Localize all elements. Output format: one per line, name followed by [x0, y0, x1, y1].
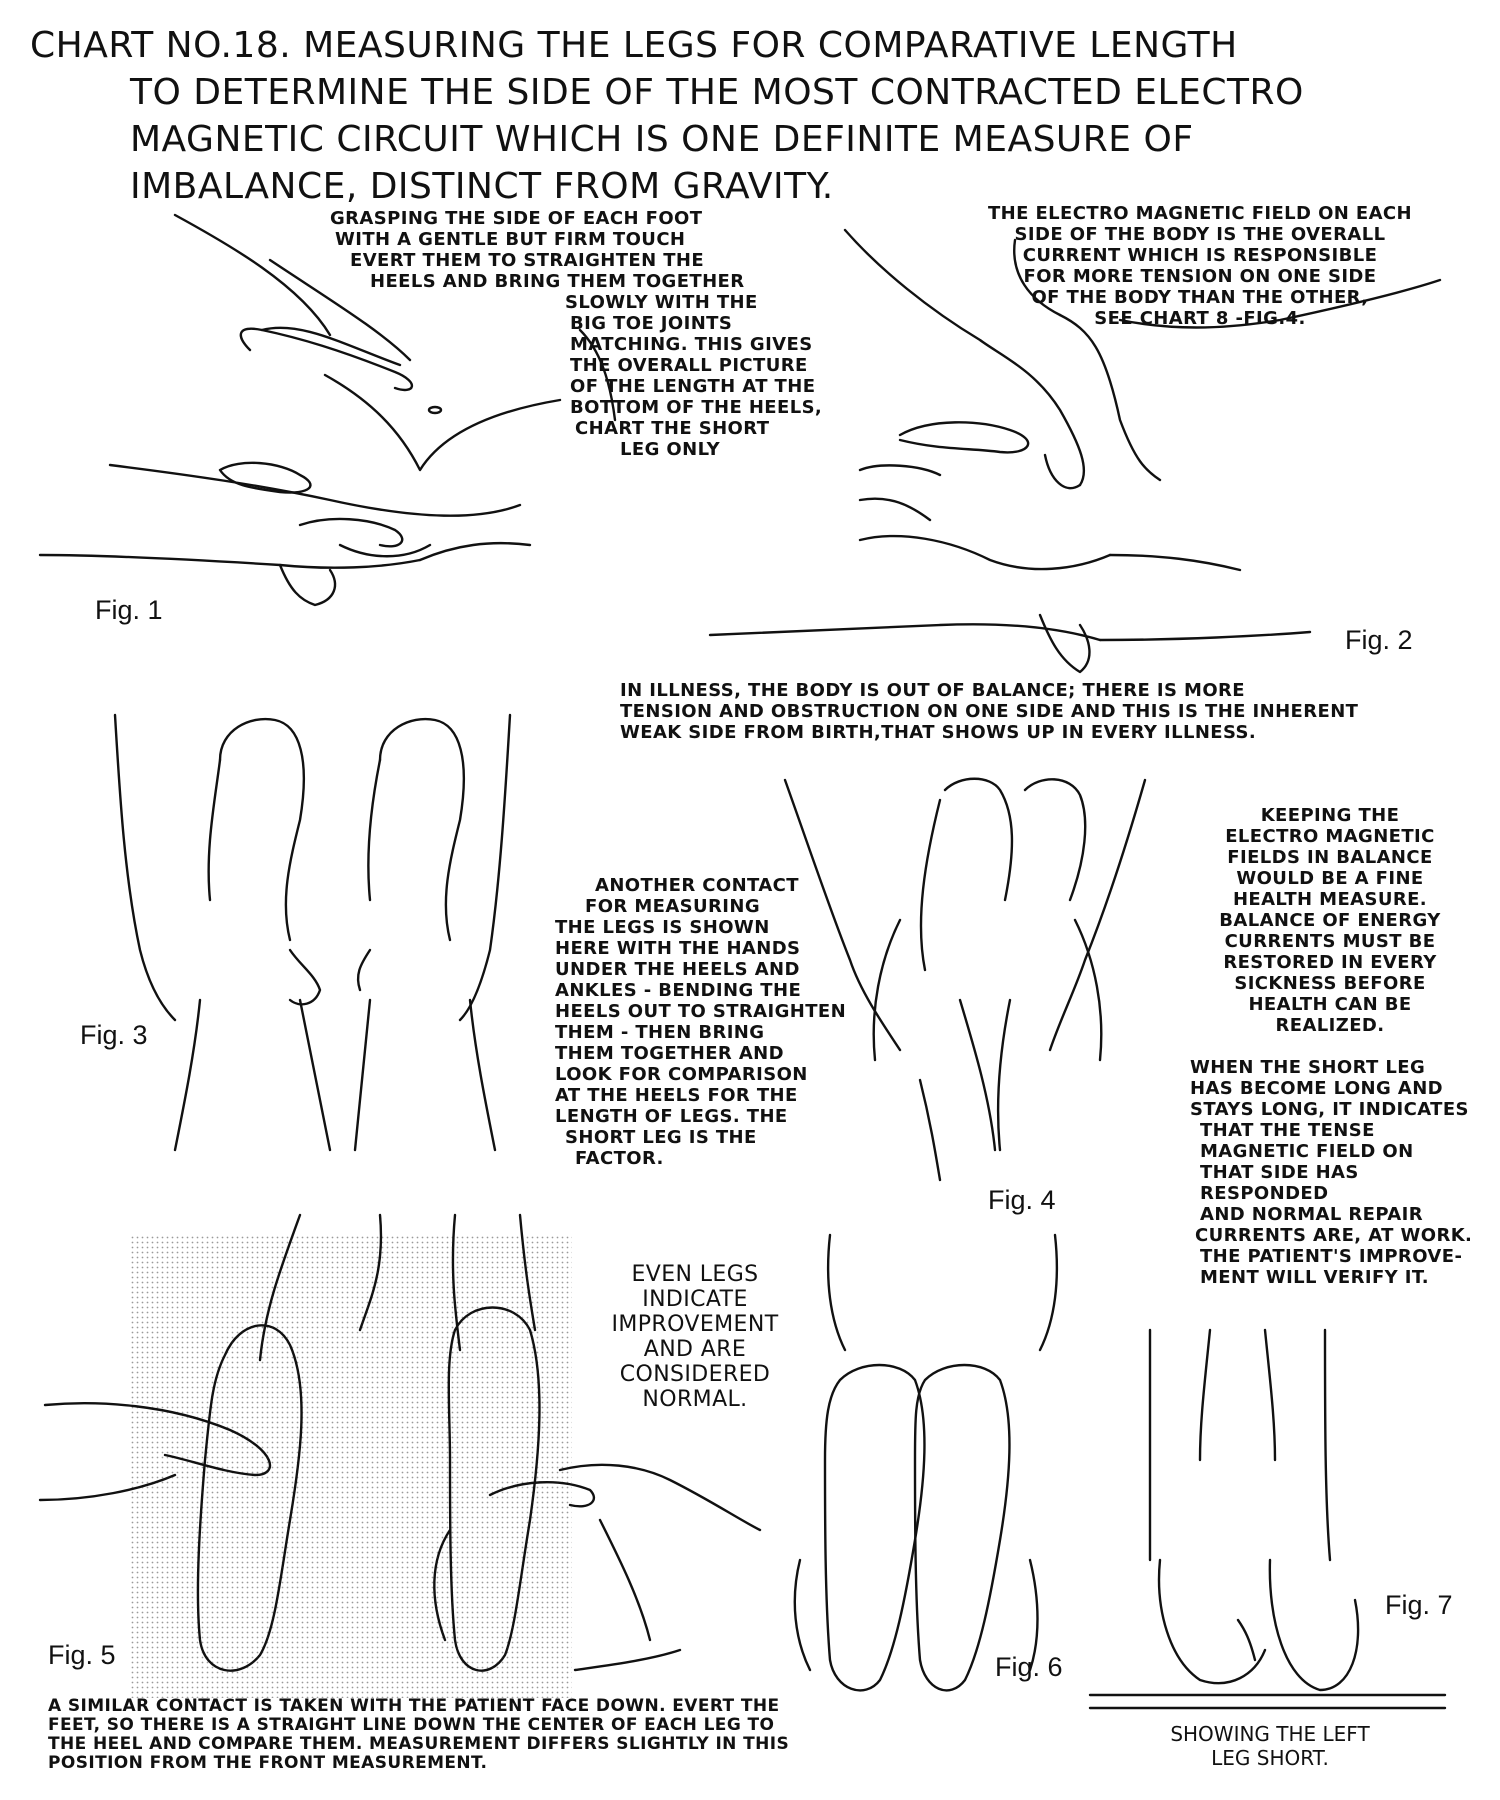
note-line: TENSION AND OBSTRUCTION ON ONE SIDE AND …	[620, 701, 1359, 722]
figure-7-drawing	[1088, 1328, 1447, 1710]
note-line: WEAK SIDE FROM BIRTH,THAT SHOWS UP IN EV…	[620, 722, 1257, 743]
note-line: INDICATE	[642, 1287, 748, 1312]
figure-6-drawing	[793, 1233, 1059, 1692]
note-line: THE HEEL AND COMPARE THEM. MEASUREMENT D…	[48, 1734, 790, 1754]
note-line: BALANCE OF ENERGY	[1219, 910, 1441, 931]
note-line: ELECTRO MAGNETIC	[1225, 826, 1435, 847]
note-line: OF THE BODY THAN THE OTHER,	[1031, 287, 1369, 308]
figure-1-drawing	[38, 213, 617, 607]
fig-7-label: Fig. 7	[1385, 1590, 1453, 1620]
fig-2-label: Fig. 2	[1345, 625, 1413, 655]
note-line: FACTOR.	[575, 1148, 664, 1169]
note-line: LENGTH OF LEGS. THE	[555, 1106, 788, 1127]
chart-title: CHART NO.18. MEASURING THE LEGS FOR COMP…	[30, 22, 1470, 210]
note-line: HEALTH CAN BE	[1248, 994, 1412, 1015]
note-line: IMPROVEMENT	[611, 1312, 779, 1337]
note-line: MENT WILL VERIFY IT.	[1200, 1267, 1430, 1288]
note-line: MAGNETIC FIELD ON	[1200, 1141, 1414, 1162]
note-line: THE LEGS IS SHOWN	[555, 917, 770, 938]
note-another-contact: ANOTHER CONTACT FOR MEASURING THE LEGS I…	[555, 875, 885, 1169]
note-line: FOR MORE TENSION ON ONE SIDE	[1023, 266, 1377, 287]
note-line: GRASPING THE SIDE OF EACH FOOT	[330, 208, 703, 229]
note-line: SIDE OF THE BODY IS THE OVERALL	[1014, 224, 1386, 245]
title-line-4: IMBALANCE, DISTINCT FROM GRAVITY.	[130, 166, 834, 207]
note-line: HEELS AND BRING THEM TOGETHER	[370, 271, 745, 292]
fig-6-label: Fig. 6	[995, 1652, 1063, 1682]
note-keeping: KEEPING THE ELECTRO MAGNETIC FIELDS IN B…	[1185, 805, 1475, 1036]
note-short-leg: WHEN THE SHORT LEG HAS BECOME LONG AND S…	[1190, 1057, 1490, 1288]
note-line: STAYS LONG, IT INDICATES	[1190, 1099, 1469, 1120]
caption-line: SHOWING THE LEFT	[1170, 1722, 1370, 1746]
note-line: EVEN LEGS	[631, 1262, 759, 1287]
note-grasping: GRASPING THE SIDE OF EACH FOOT WITH A GE…	[330, 208, 850, 460]
note-line: EVERT THEM TO STRAIGHTEN THE	[350, 250, 705, 271]
note-line: THAT THE TENSE	[1200, 1120, 1375, 1141]
note-line: THEM TOGETHER AND	[555, 1043, 784, 1064]
note-line: CONSIDERED	[619, 1362, 771, 1387]
note-line: BIG TOE JOINTS	[570, 313, 733, 334]
note-line: HERE WITH THE HANDS	[555, 938, 801, 959]
note-line: CURRENT WHICH IS RESPONSIBLE	[1022, 245, 1378, 266]
note-line: A SIMILAR CONTACT IS TAKEN WITH THE PATI…	[48, 1696, 780, 1716]
note-line: KEEPING THE	[1260, 805, 1400, 826]
note-line: AND NORMAL REPAIR	[1200, 1204, 1423, 1225]
note-line: AND ARE	[643, 1337, 747, 1362]
title-line-3: MAGNETIC CIRCUIT WHICH IS ONE DEFINITE M…	[130, 119, 1194, 160]
note-line: SLOWLY WITH THE	[565, 292, 758, 313]
note-line: HAS BECOME LONG AND	[1190, 1078, 1443, 1099]
note-line: RESTORED IN EVERY	[1223, 952, 1437, 973]
note-line: CURRENTS ARE, AT WORK.	[1195, 1225, 1473, 1246]
note-line: SHORT LEG IS THE	[565, 1127, 757, 1148]
note-line: ANKLES - BENDING THE	[555, 980, 802, 1001]
note-line: FOR MEASURING	[585, 896, 761, 917]
fig7-caption: SHOWING THE LEFT LEG SHORT.	[1110, 1722, 1430, 1770]
note-line: WOULD BE A FINE	[1236, 868, 1424, 889]
note-line: REALIZED.	[1275, 1015, 1385, 1036]
caption-line: LEG SHORT.	[1211, 1746, 1329, 1770]
title-line-2: TO DETERMINE THE SIDE OF THE MOST CONTRA…	[130, 72, 1304, 113]
note-line: SEE CHART 8 -FIG.4.	[1094, 308, 1306, 329]
figure-5-drawing	[38, 1213, 762, 1698]
note-line: LEG ONLY	[620, 439, 721, 460]
note-electro-field: THE ELECTRO MAGNETIC FIELD ON EACH SIDE …	[940, 203, 1460, 329]
note-similar-contact: A SIMILAR CONTACT IS TAKEN WITH THE PATI…	[48, 1697, 1048, 1773]
fig-3-label: Fig. 3	[80, 1020, 148, 1050]
fig-4-label: Fig. 4	[988, 1185, 1056, 1215]
note-even-legs: EVEN LEGS INDICATE IMPROVEMENT AND ARE C…	[580, 1262, 810, 1412]
note-line: POSITION FROM THE FRONT MEASUREMENT.	[48, 1753, 488, 1773]
note-line: THE ELECTRO MAGNETIC FIELD ON EACH	[987, 203, 1412, 224]
note-line: MATCHING. THIS GIVES	[570, 334, 813, 355]
note-line: AT THE HEELS FOR THE	[555, 1085, 798, 1106]
note-illness: IN ILLNESS, THE BODY IS OUT OF BALANCE; …	[620, 680, 1480, 743]
note-line: OF THE LENGTH AT THE	[570, 376, 816, 397]
note-line: BOTTOM OF THE HEELS,	[570, 397, 823, 418]
note-line: FIELDS IN BALANCE	[1227, 847, 1433, 868]
note-line: WITH A GENTLE BUT FIRM TOUCH	[335, 229, 686, 250]
figure-2-drawing	[708, 228, 1442, 674]
figure-4-drawing	[783, 777, 1147, 1182]
note-line: NORMAL.	[642, 1387, 748, 1412]
note-line: CURRENTS MUST BE	[1224, 931, 1436, 952]
note-line: LOOK FOR COMPARISON	[555, 1064, 808, 1085]
note-line: WHEN THE SHORT LEG	[1190, 1057, 1426, 1078]
note-line: THEM - THEN BRING	[555, 1022, 765, 1043]
note-line: HEALTH MEASURE.	[1232, 889, 1428, 910]
note-line: THE OVERALL PICTURE	[570, 355, 808, 376]
note-line: THAT SIDE HAS RESPONDED	[1200, 1162, 1359, 1204]
fig-1-label: Fig. 1	[95, 595, 163, 625]
note-line: THE PATIENT'S IMPROVE-	[1200, 1246, 1463, 1267]
title-line-1: CHART NO.18. MEASURING THE LEGS FOR COMP…	[30, 25, 1238, 66]
note-line: CHART THE SHORT	[575, 418, 770, 439]
figure-3-drawing	[113, 713, 512, 1152]
note-line: FEET, SO THERE IS A STRAIGHT LINE DOWN T…	[48, 1715, 775, 1735]
note-line: UNDER THE HEELS AND	[555, 959, 800, 980]
fig-5-label: Fig. 5	[48, 1640, 116, 1670]
note-line: SICKNESS BEFORE	[1234, 973, 1426, 994]
note-line: HEELS OUT TO STRAIGHTEN	[555, 1001, 847, 1022]
note-line: ANOTHER CONTACT	[595, 875, 799, 896]
note-line: IN ILLNESS, THE BODY IS OUT OF BALANCE; …	[620, 680, 1246, 701]
